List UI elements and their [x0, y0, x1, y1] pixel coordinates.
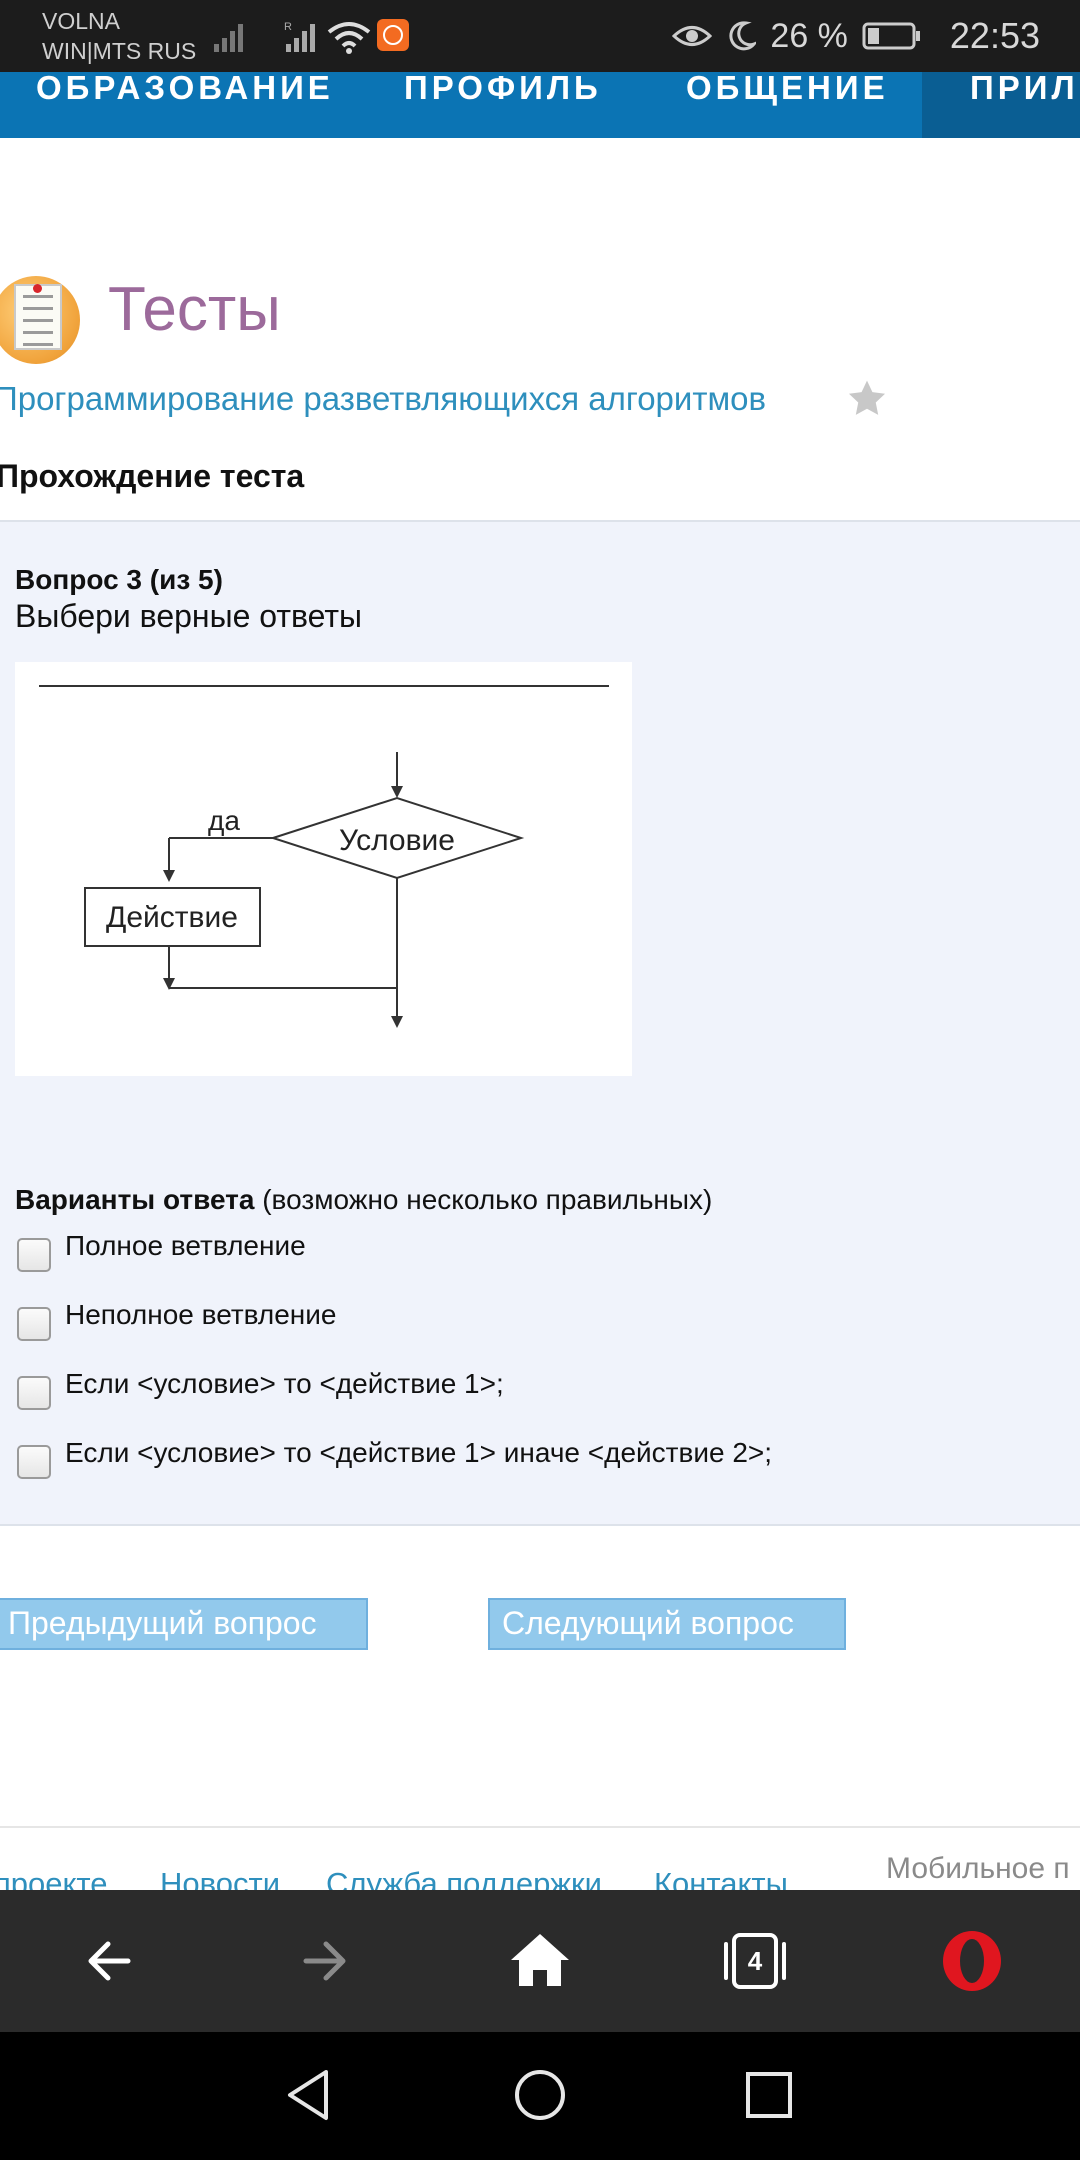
mi-app-icon [377, 19, 409, 51]
eye-comfort-icon [672, 26, 713, 46]
star-icon[interactable] [846, 378, 888, 420]
top-nav: ОБРАЗОВАНИЕ ПРОФИЛЬ ОБЩЕНИЕ ПРИЛО [0, 72, 1080, 138]
battery-percent: 26 % [770, 16, 848, 55]
nav-item-profile[interactable]: ПРОФИЛЬ [404, 72, 602, 106]
answer-checkbox[interactable] [17, 1445, 51, 1479]
previous-question-button[interactable]: Предыдущий вопрос [0, 1598, 368, 1650]
system-home-icon[interactable] [507, 2062, 573, 2128]
battery-level-fill [867, 28, 879, 44]
answer-variants-heading: Варианты ответа (возможно несколько прав… [15, 1184, 712, 1216]
action-label: Действие [106, 901, 238, 934]
opera-menu-icon[interactable] [929, 1918, 1015, 2004]
footer-mobile-version[interactable]: Мобильное п [886, 1852, 1070, 1885]
clock: 22:53 [949, 15, 1040, 56]
condition-diamond [269, 796, 525, 880]
status-right: 26 % 22:53 [672, 14, 1040, 58]
answer-checkbox[interactable] [17, 1307, 51, 1341]
footer-divider [0, 1826, 1080, 1828]
wifi-icon [327, 22, 371, 54]
tabs-icon [724, 1933, 786, 1989]
question-text: Выбери верные ответы [15, 598, 363, 634]
carrier-line-2: WIN|MTS RUS [42, 38, 197, 64]
signal-roaming-icon: R [284, 21, 315, 52]
answer-label[interactable]: Если <условие> то <действие 1> иначе <де… [65, 1437, 773, 1468]
answer-label[interactable]: Неполное ветвление [65, 1299, 337, 1330]
nav-item-communication[interactable]: ОБЩЕНИЕ [686, 72, 889, 106]
answer-checkbox[interactable] [17, 1238, 51, 1272]
tab-count: 4 [747, 1946, 763, 1976]
forward-arrow-icon[interactable] [282, 1918, 368, 2004]
page-title: Тесты [108, 275, 281, 344]
answer-label[interactable]: Полное ветвление [65, 1230, 306, 1261]
section-title: Прохождение теста [0, 458, 305, 494]
home-icon[interactable] [497, 1918, 583, 2004]
android-nav-bar [0, 2032, 1080, 2160]
back-arrow-icon[interactable] [66, 1918, 152, 2004]
carrier-line-1: VOLNA [42, 8, 120, 34]
system-recents-icon[interactable] [736, 2062, 802, 2128]
nav-item-education[interactable]: ОБРАЗОВАНИЕ [36, 72, 334, 106]
yes-label: да [208, 805, 240, 836]
answer-label[interactable]: Если <условие> то <действие 1>; [65, 1368, 504, 1399]
browser-toolbar: 4 [0, 1890, 1080, 2032]
variants-hint: (возможно несколько правильных) [254, 1184, 713, 1215]
battery-icon [862, 22, 920, 50]
svg-text:R: R [284, 21, 292, 33]
condition-label: Условие [339, 824, 455, 857]
system-back-icon[interactable] [276, 2062, 342, 2128]
action-box [84, 887, 261, 947]
answer-checkbox[interactable] [17, 1376, 51, 1410]
carrier-info: VOLNA WIN|MTS RUS [42, 6, 196, 66]
tabs-button[interactable]: 4 [712, 1918, 798, 2004]
signal-icon [214, 24, 243, 52]
flowchart-image: Условие да Действие [15, 662, 632, 1076]
question-number: Вопрос 3 (из 5) [15, 564, 223, 595]
status-bar: VOLNA WIN|MTS RUS R 26 % 22:53 [0, 0, 1080, 72]
variants-title: Варианты ответа [15, 1184, 255, 1215]
test-name-link[interactable]: Программирование разветвляющихся алгорит… [0, 380, 767, 417]
tests-icon [0, 276, 80, 364]
moon-icon [729, 21, 757, 51]
nav-item-apps[interactable]: ПРИЛО [922, 72, 1080, 138]
next-question-button[interactable]: Следующий вопрос [488, 1598, 846, 1650]
